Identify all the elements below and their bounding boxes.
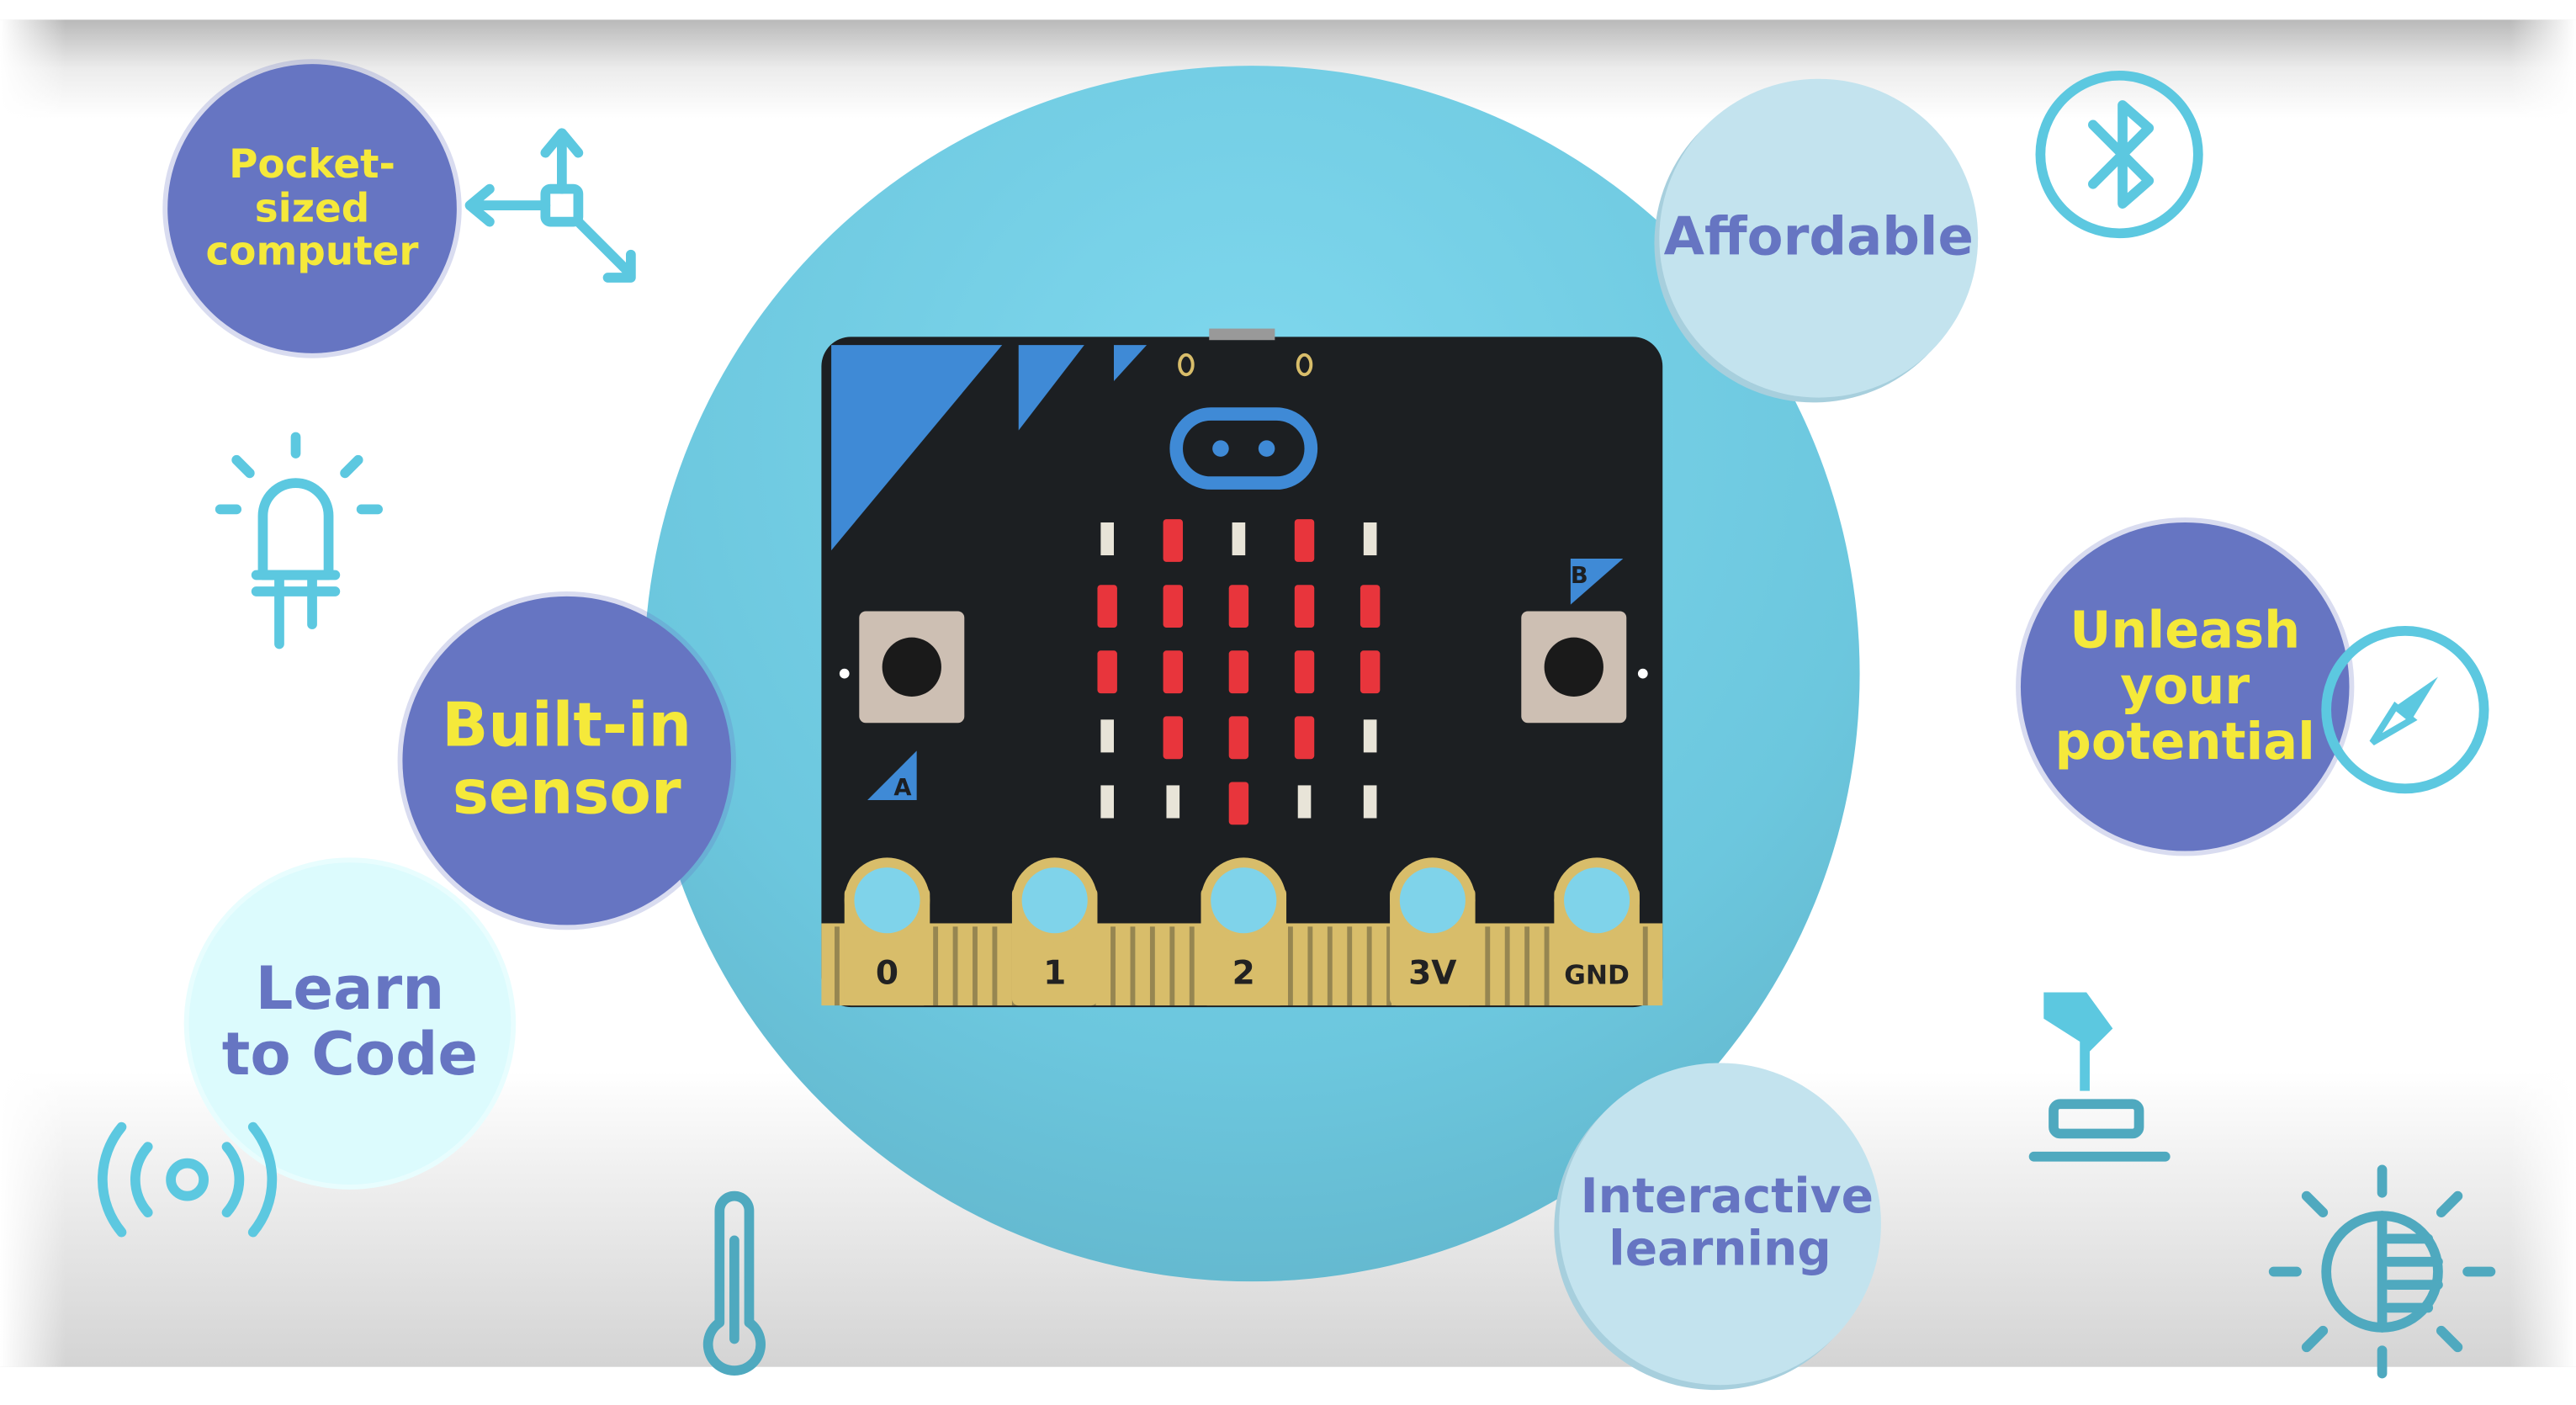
light-bulb-icon: [215, 432, 384, 649]
led-on: [1360, 585, 1381, 628]
led-off: [1100, 785, 1114, 819]
contact-gap: [952, 926, 958, 1006]
logo-eye: [1212, 440, 1229, 457]
hole: [1296, 353, 1313, 377]
pin-label: 0: [876, 955, 898, 993]
led-on: [1163, 716, 1184, 760]
contact-gap: [1287, 926, 1293, 1006]
bubble-text: Interactive learning: [1580, 1168, 1874, 1277]
pin-label: GND: [1564, 961, 1630, 991]
press-button-icon: [2028, 992, 2171, 1162]
led-on: [1163, 519, 1184, 562]
thermometer-icon: [702, 1190, 766, 1376]
contact-gap: [1327, 926, 1333, 1006]
bubble-text: Affordable: [1663, 205, 1974, 269]
usb-connector: [1209, 328, 1275, 341]
led-off: [1100, 522, 1114, 556]
contact-gap: [992, 926, 998, 1006]
led-on: [1228, 650, 1249, 694]
pin-1[interactable]: 1: [1011, 857, 1098, 1006]
contact-gap: [1307, 926, 1313, 1006]
contact-gap: [1386, 926, 1392, 1006]
led-on: [1294, 519, 1315, 562]
contact-gap: [1485, 926, 1491, 1006]
pin-3v[interactable]: 3V: [1390, 857, 1476, 1006]
pin-label: 1: [1043, 955, 1066, 993]
bubble-unleash: Unleash your potential: [2020, 522, 2350, 851]
led-on: [1294, 716, 1315, 760]
bubble-text: Built-in sensor: [442, 690, 692, 829]
led-off: [1297, 785, 1312, 819]
led-on: [1163, 650, 1184, 694]
bubble-text: Learn to Code: [221, 957, 479, 1090]
pin-label: 3V: [1408, 955, 1457, 993]
bubble-text: Pocket-sized computer: [205, 141, 419, 275]
led-off: [1100, 719, 1114, 753]
button-a[interactable]: [839, 611, 965, 724]
radio-icon: [98, 1121, 278, 1238]
led-off: [1363, 785, 1377, 819]
contact-gap: [1642, 926, 1648, 1006]
logo-eye: [1258, 440, 1275, 457]
microbit-board: A B 0 1 2 3V GND: [821, 328, 1663, 1008]
bubble-interactive-learning: Interactive learning: [1559, 1063, 1881, 1386]
contact-gap: [1110, 926, 1116, 1006]
contact-gap: [1366, 926, 1372, 1006]
button-b[interactable]: [1521, 611, 1648, 724]
contact-gap: [1169, 926, 1175, 1006]
led-matrix: [1097, 519, 1381, 825]
led-off: [1166, 785, 1180, 819]
move-arrows-icon: [464, 128, 636, 283]
compass-icon: [2321, 626, 2489, 794]
led-on: [1228, 782, 1249, 825]
bubble-learn-to-code: Learn to Code: [188, 862, 511, 1185]
led-off: [1363, 522, 1377, 556]
led-on: [1294, 585, 1315, 628]
led-on: [1294, 650, 1315, 694]
contact-gap: [1149, 926, 1155, 1006]
button-b-marker: [1570, 558, 1624, 605]
contact-gap: [973, 926, 978, 1006]
pin-2[interactable]: 2: [1201, 857, 1287, 1006]
hole: [1178, 353, 1195, 377]
bubble-text: Unleash your potential: [2054, 601, 2315, 772]
contact-gap: [1524, 926, 1530, 1006]
contact-gap: [1189, 926, 1195, 1006]
contact-gap: [1130, 926, 1136, 1006]
led-off: [1363, 719, 1377, 753]
pin-label: 2: [1232, 955, 1255, 993]
led-on: [1360, 650, 1381, 694]
corner-stripe: [831, 345, 1003, 551]
bubble-built-in-sensor: Built-in sensor: [402, 596, 731, 925]
led-on: [1228, 716, 1249, 760]
led-off: [1232, 522, 1246, 556]
contact-gap: [1504, 926, 1510, 1006]
pin-gnd[interactable]: GND: [1554, 857, 1640, 1006]
led-on: [1228, 585, 1249, 628]
button-a-label: A: [893, 775, 912, 801]
bubble-affordable: Affordable: [1659, 78, 1979, 398]
led-on: [1163, 585, 1184, 628]
led-on: [1097, 650, 1117, 694]
contact-gap: [835, 926, 840, 1006]
button-a-marker: [867, 750, 917, 801]
contact-gap: [1544, 926, 1550, 1006]
brightness-icon: [2268, 1164, 2496, 1379]
logo-touch: [1169, 407, 1318, 490]
led-on: [1097, 585, 1117, 628]
bluetooth-icon: [2035, 70, 2203, 239]
pin-0[interactable]: 0: [844, 857, 930, 1006]
button-b-label: B: [1571, 563, 1588, 589]
bubble-pocket-sized: Pocket-sized computer: [167, 64, 457, 353]
contact-gap: [933, 926, 939, 1006]
contact-gap: [1347, 926, 1353, 1006]
